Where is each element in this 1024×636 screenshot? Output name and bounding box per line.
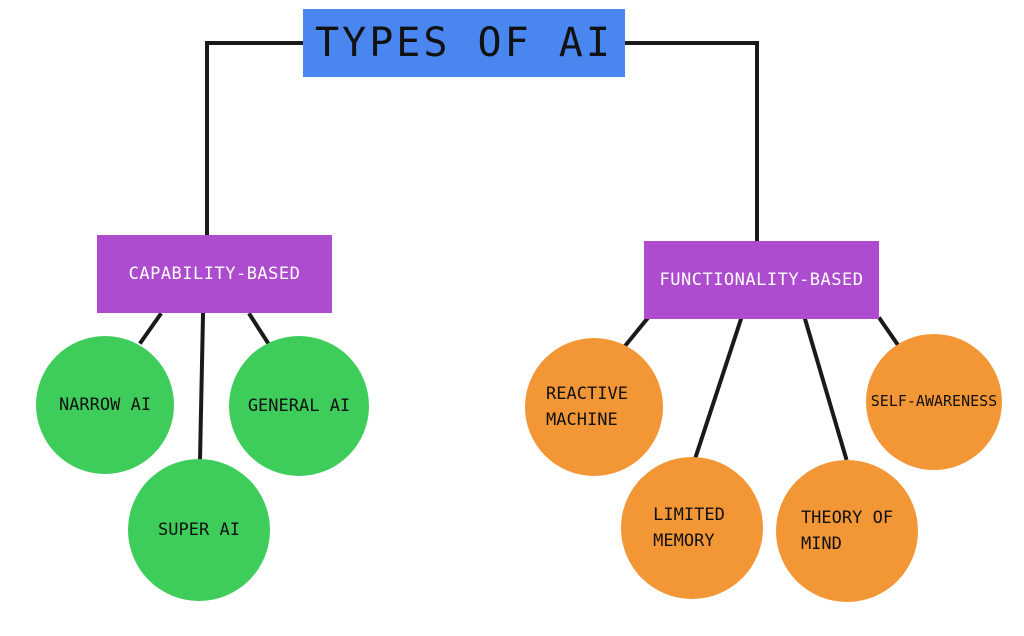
root-node-label: TYPES OF AI <box>315 20 613 66</box>
connector-capability-general-ai <box>247 312 271 346</box>
category-functionality-label: FUNCTIONALITY-BASED <box>659 270 864 290</box>
item-theory-of-mind-label: THEORY OF MIND <box>800 507 894 554</box>
connector-functionality-reactive-machine <box>622 316 650 349</box>
connector-functionality-theory-of-mind <box>802 316 849 461</box>
root-node-types-of-ai: TYPES OF AI <box>303 9 625 77</box>
item-self-awareness-label: SELF-AWARENESS <box>870 392 998 411</box>
item-narrow-ai-label: NARROW AI <box>58 394 152 415</box>
item-reactive-machine-label: REACTIVE MACHINE <box>546 383 628 430</box>
connector-capability-super-ai <box>197 312 206 463</box>
connector-functionality-limited-memory <box>691 316 744 465</box>
item-limited-memory-label: LIMITED MEMORY <box>653 504 725 551</box>
item-reactive-machine: REACTIVE MACHINE <box>525 338 663 476</box>
item-general-ai: GENERAL AI <box>229 336 369 476</box>
category-capability-based: CAPABILITY-BASED <box>97 235 332 313</box>
connector-root-functionality <box>623 41 759 243</box>
item-self-awareness: SELF-AWARENESS <box>866 334 1002 470</box>
category-capability-label: CAPABILITY-BASED <box>128 264 301 284</box>
item-super-ai-label: SUPER AI <box>158 519 240 540</box>
connector-functionality-self-awareness <box>877 316 903 351</box>
connector-root-capability <box>205 41 305 237</box>
item-general-ai-label: GENERAL AI <box>247 395 351 416</box>
item-theory-of-mind: THEORY OF MIND <box>776 460 918 602</box>
item-super-ai: SUPER AI <box>128 459 270 601</box>
category-functionality-based: FUNCTIONALITY-BASED <box>644 241 879 319</box>
item-narrow-ai: NARROW AI <box>36 336 174 474</box>
item-limited-memory: LIMITED MEMORY <box>621 457 763 599</box>
connector-capability-narrow-ai <box>138 312 163 345</box>
